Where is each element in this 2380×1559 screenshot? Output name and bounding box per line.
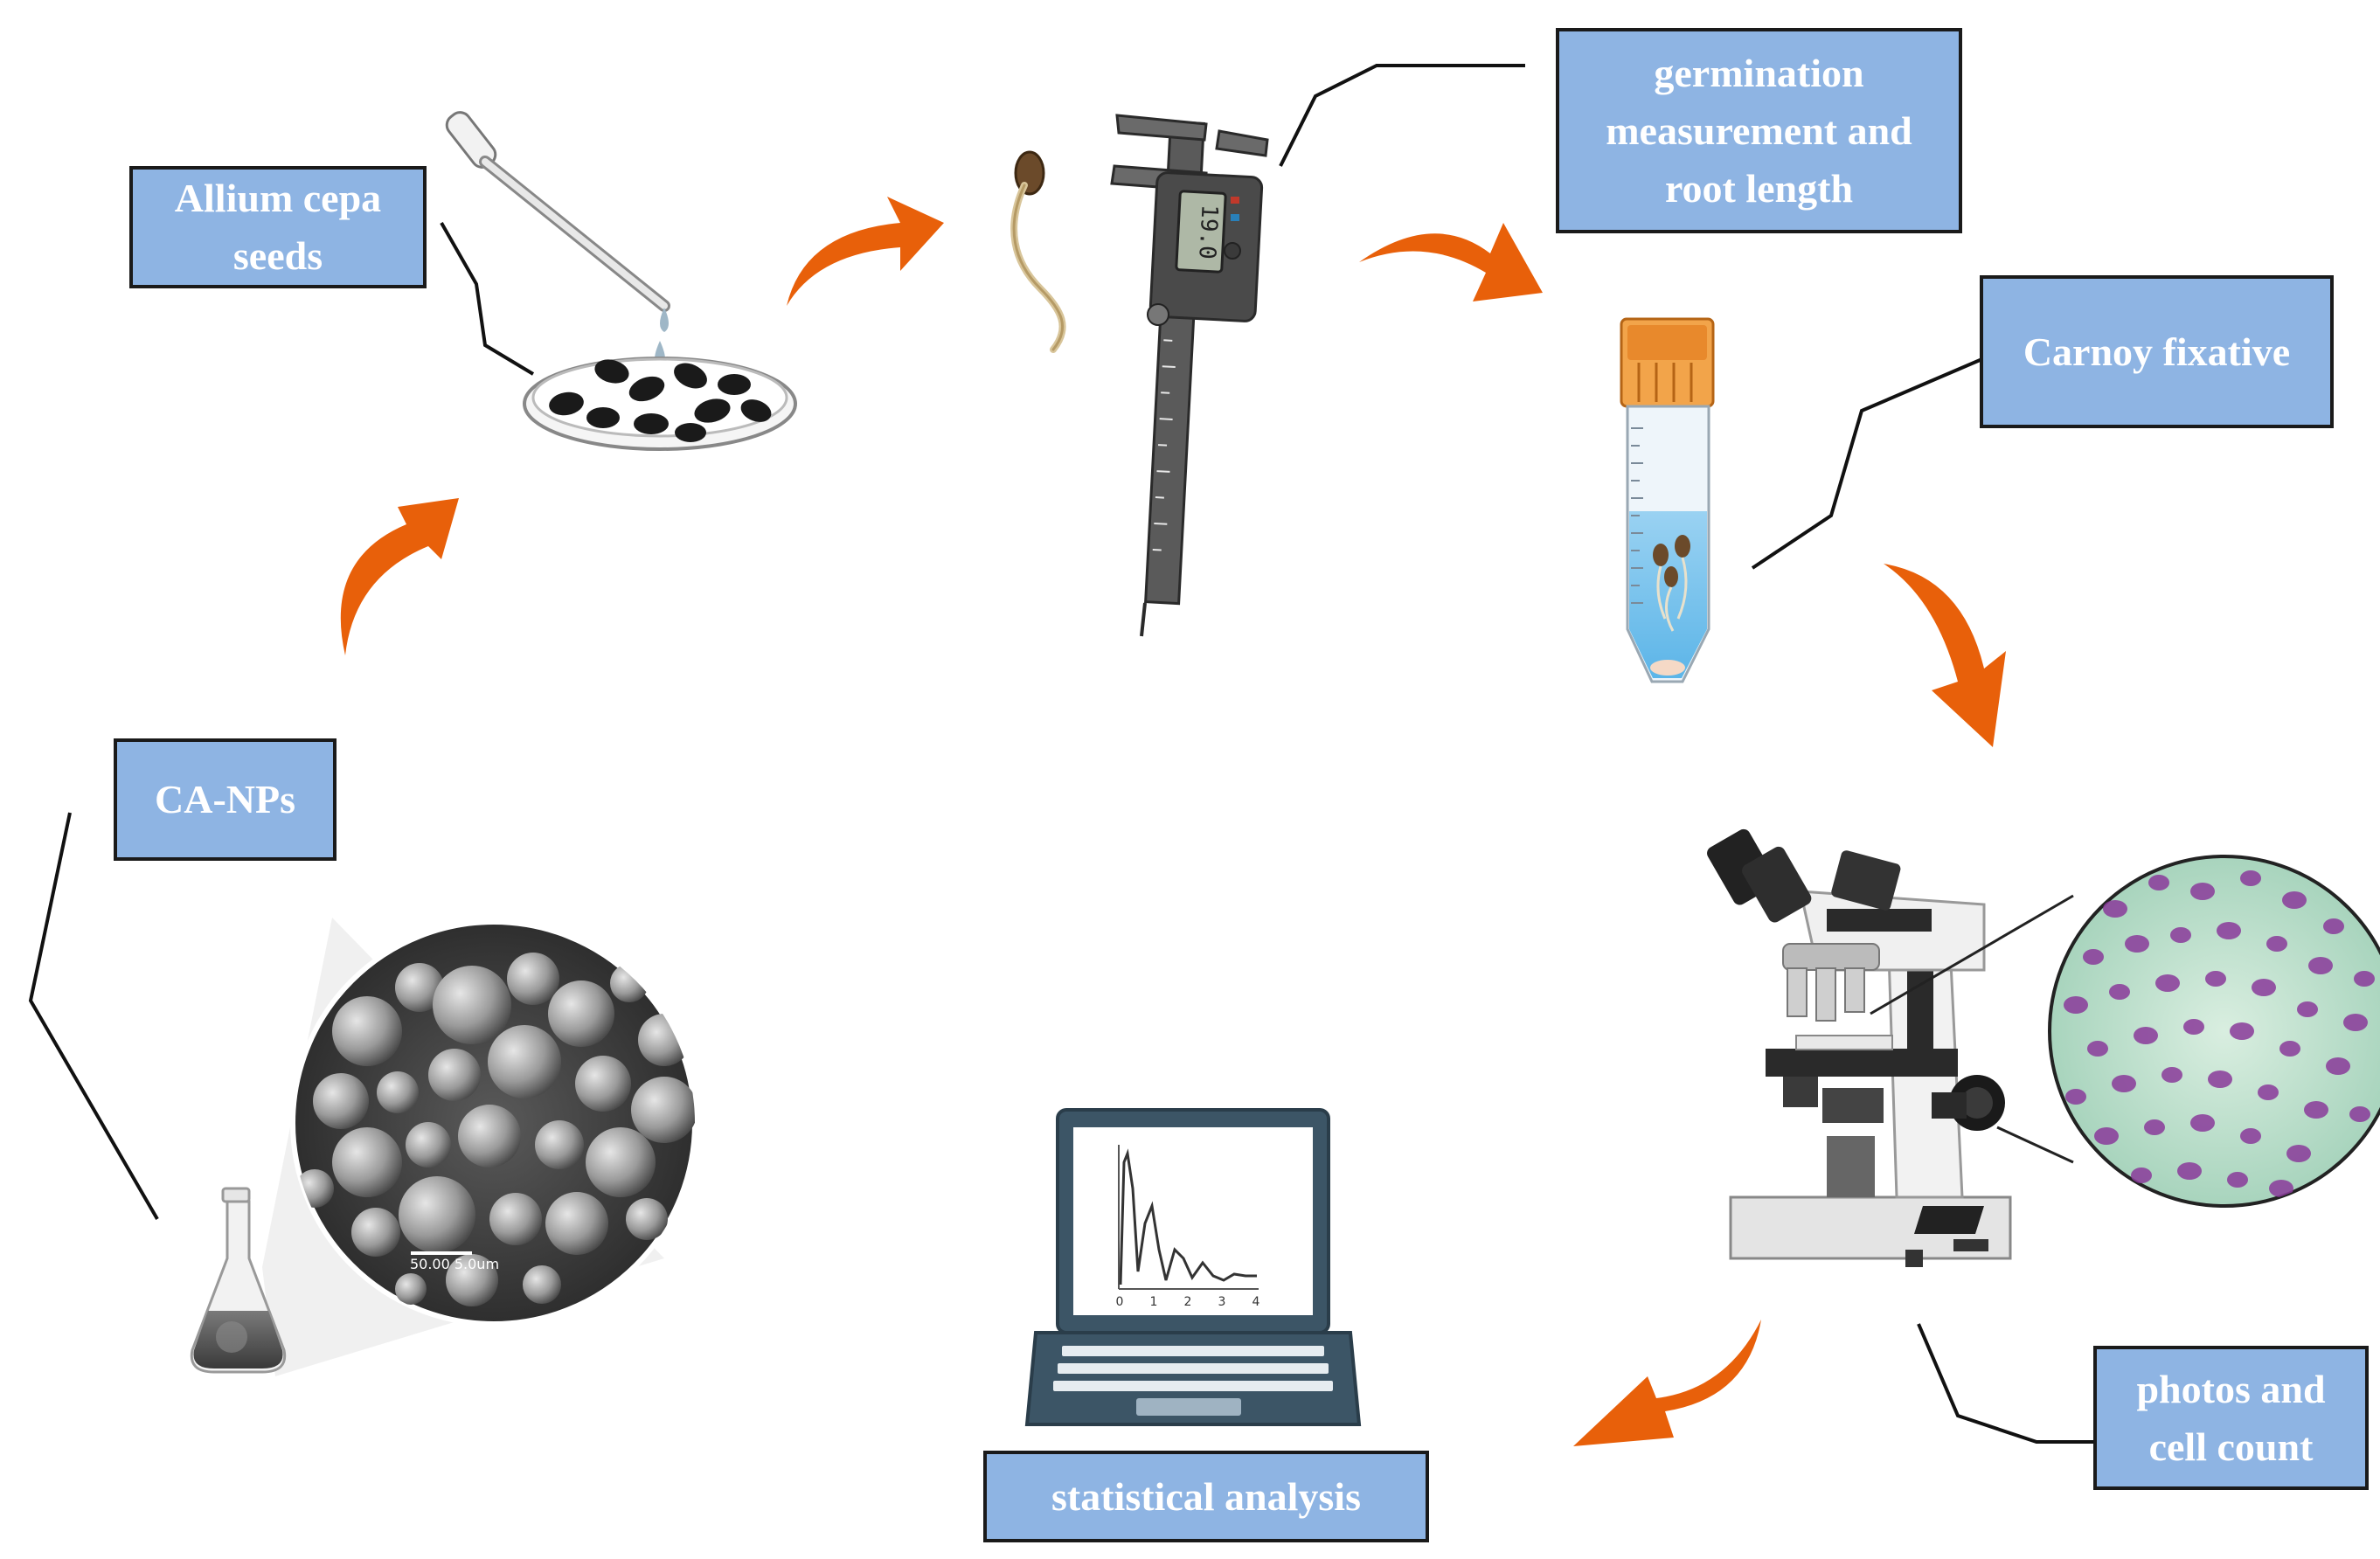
label-statistical-text: statistical analysis	[1051, 1473, 1361, 1519]
label-germination-measurement: germination measurement and root length	[1556, 28, 1962, 233]
caliper-icon: 19.0	[1110, 114, 1269, 637]
cell-magnifier-lines	[1870, 894, 2074, 1164]
laptop-keyboard	[1053, 1346, 1333, 1391]
microscope-icon	[1707, 828, 2012, 1267]
graph-tick-1: 1	[1150, 1295, 1158, 1309]
sem-scale-text: 50.00 5.0um	[410, 1256, 499, 1272]
sem-magnifier-icon: 50.00 5.0um	[262, 918, 697, 1376]
label-allium-text: Allium cepa seeds	[174, 176, 382, 278]
seedling-icon	[1010, 150, 1066, 353]
label-statistical-analysis: statistical analysis	[983, 1451, 1429, 1542]
petri-dish-icon	[523, 357, 797, 451]
arrow-canps-to-seeds	[340, 498, 459, 655]
falcon-tube-icon	[1620, 317, 1715, 683]
flow-arrows	[340, 197, 2006, 1446]
graph-tick-0: 0	[1116, 1295, 1124, 1309]
label-carnoy-text: Carnoy fixative	[2023, 329, 2291, 374]
arrow-caliper-to-tube	[1359, 223, 1543, 301]
label-canps-text: CA-NPs	[155, 777, 295, 821]
arrow-seeds-to-caliper	[787, 197, 944, 306]
arrow-microscope-to-laptop	[1573, 1320, 1761, 1446]
connector-canps	[28, 812, 159, 1221]
connector-lines	[28, 64, 2102, 1444]
label-photos-text: photos and cell count	[2136, 1366, 2326, 1469]
graph-tick-2: 2	[1184, 1295, 1192, 1309]
label-allium-cepa-seeds: Allium cepa seeds	[129, 166, 427, 288]
label-ca-nps: CA-NPs	[114, 738, 337, 861]
connector-germination	[1279, 64, 1525, 167]
connector-photos	[1917, 1323, 2102, 1444]
pipette-icon	[445, 111, 670, 369]
connector-allium	[440, 222, 535, 376]
cell-magnifier-icon	[2048, 855, 2380, 1208]
graph-tick-3: 3	[1218, 1295, 1226, 1309]
label-germination-text: germination measurement and root length	[1606, 50, 1912, 211]
graph-tick-4: 4	[1252, 1295, 1260, 1309]
label-photos-cell-count: photos and cell count	[2093, 1346, 2369, 1490]
arrow-tube-to-microscope	[1884, 564, 2006, 747]
connector-carnoy	[1751, 357, 1985, 570]
caliper-reading: 19.0	[1193, 204, 1222, 260]
laptop-graph: 0 1 2 3 4	[1116, 1145, 1260, 1309]
label-carnoy-fixative: Carnoy fixative	[1980, 275, 2334, 428]
flask-icon	[190, 1187, 287, 1374]
laptop-icon: 0 1 2 3 4	[1024, 1108, 1362, 1426]
